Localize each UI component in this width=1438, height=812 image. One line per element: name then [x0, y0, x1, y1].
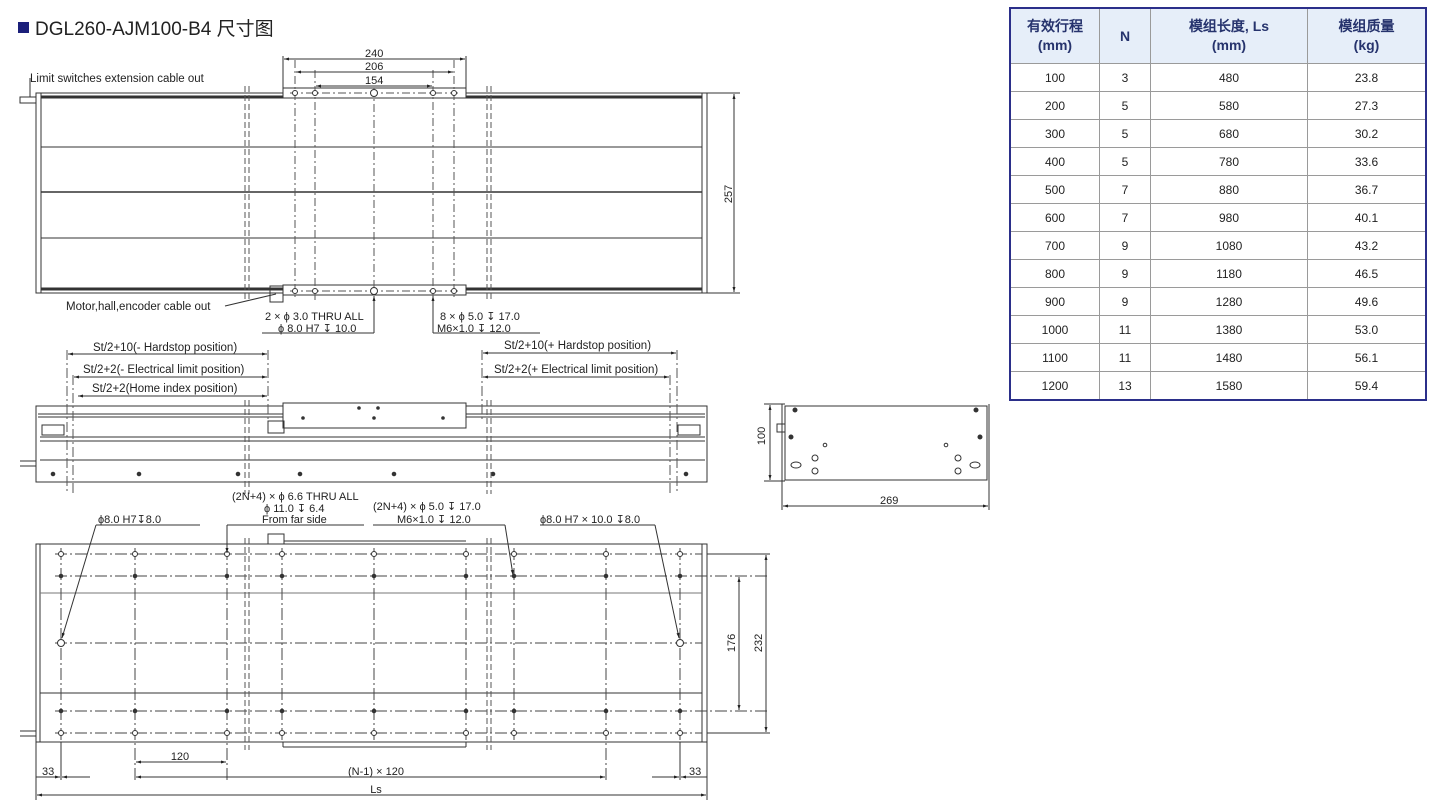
- dim-269: 269: [880, 495, 898, 507]
- top-note-left-2: ϕ 8.0 H7 ↧ 10.0: [278, 323, 356, 335]
- bottom-note-thru-1: (2N+4) × ϕ 6.6 THRU ALL: [232, 491, 359, 503]
- header-stroke: 有效行程(mm): [1009, 7, 1100, 64]
- header-mass: 模组质量(kg): [1307, 7, 1427, 64]
- top-note-right-1: 8 × ϕ 5.0 ↧ 17.0: [440, 311, 520, 323]
- top-view: [19, 56, 740, 334]
- dim-232: 232: [753, 634, 765, 652]
- limit-cable-label: Limit switches extension cable out: [30, 73, 205, 85]
- dim-100: 100: [756, 427, 768, 445]
- drawing-title: DGL260-AJM100-B4 尺寸图: [18, 14, 274, 41]
- minus-elec-limit-label: St/2+2(- Electrical limit position): [83, 364, 245, 376]
- dim-33-left: 33: [42, 766, 54, 778]
- top-note-right-2: M6×1.0 ↧ 12.0: [437, 323, 511, 335]
- table-header-row: 有效行程(mm) N 模组长度, Ls(mm) 模组质量(kg): [1009, 7, 1427, 64]
- title-text: DGL260-AJM100-B4 尺寸图: [35, 19, 274, 40]
- bottom-note-pin-left: ϕ8.0 H7↧8.0: [98, 514, 161, 526]
- dim-120: 120: [171, 751, 189, 763]
- title-square-icon: [18, 22, 29, 33]
- dim-206-label: 206: [365, 61, 383, 73]
- minus-hardstop-label: St/2+10(- Hardstop position): [93, 342, 237, 354]
- dim-33-right: 33: [689, 766, 701, 778]
- home-index-label: St/2+2(Home index position): [92, 383, 238, 395]
- bottom-note-pin-right: ϕ8.0 H7 × 10.0 ↧8.0: [540, 514, 640, 526]
- motor-cable-label: Motor,hall,encoder cable out: [66, 301, 211, 313]
- dim-257: 257: [723, 185, 735, 203]
- bottom-note-thru-2: ϕ 11.0 ↧ 6.4: [264, 503, 324, 515]
- plus-hardstop-label: St/2+10(+ Hardstop position): [504, 340, 651, 352]
- end-view: [764, 403, 990, 510]
- top-note-left-1: 2 × ϕ 3.0 THRU ALL: [265, 311, 364, 323]
- bottom-view: [20, 524, 770, 800]
- plus-elec-limit-label: St/2+2(+ Electrical limit position): [494, 364, 658, 376]
- header-n: N: [1099, 7, 1151, 64]
- bottom-note-tap-1: (2N+4) × ϕ 5.0 ↧ 17.0: [373, 501, 481, 513]
- side-view: [20, 350, 708, 494]
- bottom-note-tap-2: M6×1.0 ↧ 12.0: [397, 514, 471, 526]
- dim-ls: Ls: [370, 784, 382, 796]
- bottom-note-thru-3: From far side: [262, 514, 327, 526]
- dim-pitch: (N-1) × 120: [348, 766, 404, 778]
- dim-240-label: 240: [365, 48, 383, 60]
- dim-176: 176: [726, 634, 738, 652]
- header-length: 模组长度, Ls(mm): [1150, 7, 1308, 64]
- dim-154-label: 154: [365, 75, 383, 87]
